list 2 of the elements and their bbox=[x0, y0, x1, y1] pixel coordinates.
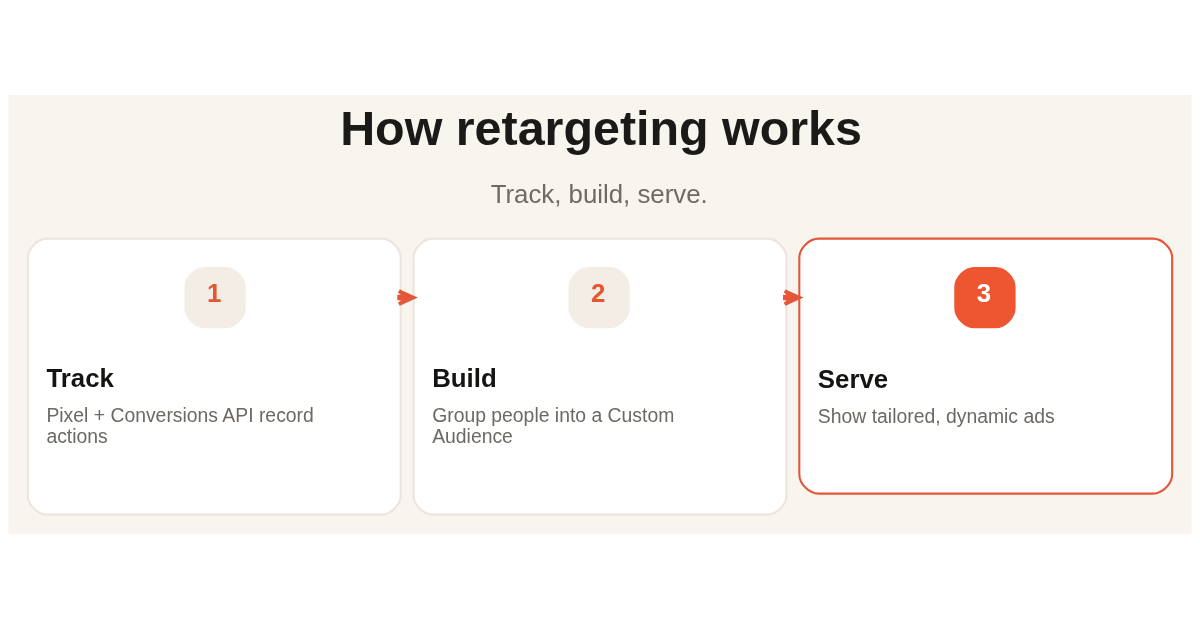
label: Track, build, serve. bbox=[490, 179, 708, 208]
diagram-title: How retargeting works bbox=[340, 100, 862, 155]
